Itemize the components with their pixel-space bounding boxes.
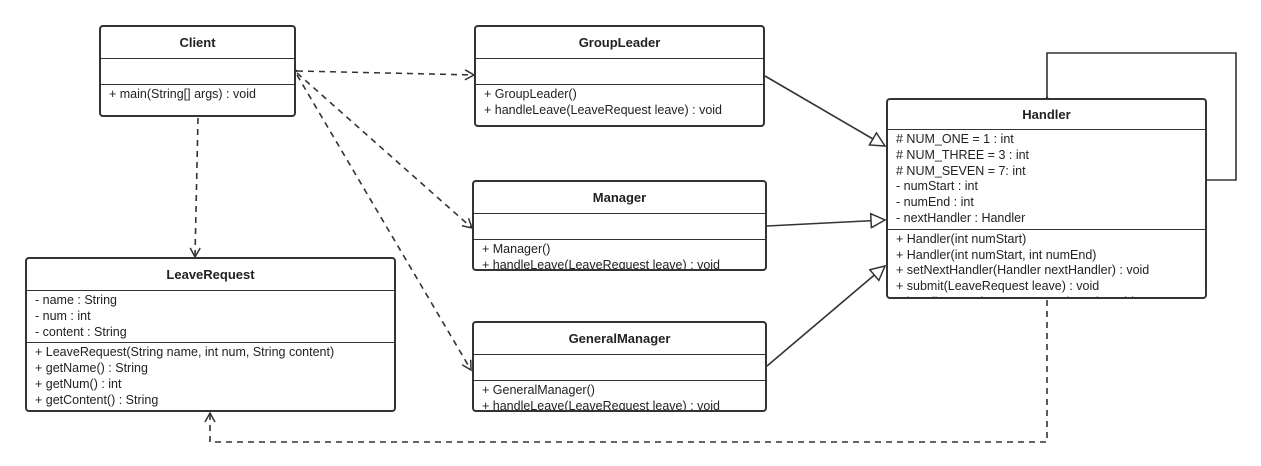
class-name: Client: [101, 27, 294, 59]
attribute: - numEnd : int: [896, 195, 974, 210]
edge-groupleader-handler: [764, 75, 885, 146]
class-leaverequest[interactable]: LeaveRequest- name : String- num : int- …: [25, 257, 396, 412]
class-handler[interactable]: Handler# NUM_ONE = 1 : int# NUM_THREE = …: [886, 98, 1207, 299]
attribute: - numStart : int: [896, 179, 978, 194]
attribute: # NUM_ONE = 1 : int: [896, 132, 1014, 146]
operations-section: + Manager()+ handleLeave(LeaveRequest le…: [474, 240, 765, 271]
attribute: - num : int: [35, 308, 91, 323]
operation: + handleLeave(LeaveRequest leave) : void: [482, 257, 721, 271]
attributes-section: [474, 355, 765, 381]
attributes-section: [101, 59, 294, 85]
class-groupleader[interactable]: GroupLeader + GroupLeader()+ handleLeave(…: [474, 25, 765, 127]
edge-handler-self-aggregation: [1047, 52, 1237, 181]
operation: + LeaveRequest(String name, int num, Str…: [35, 345, 335, 360]
operation: + handleLeave(LeaveRequest leave) : void: [482, 398, 721, 412]
edge-manager-handler: [766, 220, 885, 226]
attributes-section: # NUM_ONE = 1 : int# NUM_THREE = 3 : int…: [888, 130, 1205, 230]
attributes-section: [476, 59, 763, 85]
attribute: - name : String: [35, 293, 117, 307]
attribute: - content : String: [35, 324, 127, 339]
class-name: GroupLeader: [476, 27, 763, 59]
operation: + GeneralManager(): [482, 383, 595, 397]
edge-handler-leaverequest: [204, 300, 1048, 443]
class-generalmanager[interactable]: GeneralManager + GeneralManager()+ handle…: [472, 321, 767, 412]
operation: + main(String[] args) : void: [109, 87, 256, 101]
operation: + getName() : String: [35, 361, 148, 376]
operation: + getContent() : String: [35, 392, 159, 407]
operation: + Handler(int numStart, int numEnd): [896, 247, 1097, 262]
class-name: GeneralManager: [474, 323, 765, 355]
operation: + Manager(): [482, 242, 551, 256]
class-name: Handler: [888, 100, 1205, 130]
operations-section: + main(String[] args) : void: [101, 85, 294, 105]
operation: + getNum() : int: [35, 376, 122, 391]
operation: + submit(LeaveRequest leave) : void: [896, 279, 1100, 294]
attribute: # NUM_THREE = 3 : int: [896, 147, 1030, 162]
class-manager[interactable]: Manager + Manager()+ handleLeave(LeaveReq…: [472, 180, 767, 271]
edge-client-leaverequest: [189, 117, 201, 259]
edge-client-generalmanager: [296, 74, 472, 372]
class-name: LeaveRequest: [27, 259, 394, 291]
attributes-section: [474, 214, 765, 240]
edge-client-groupleader: [287, 65, 476, 81]
attribute: # NUM_SEVEN = 7: int: [896, 163, 1026, 178]
operation: + handleLeave(LeaveRequest leave) : void: [484, 102, 723, 117]
operation: + setNextHandler(Handler nextHandler) : …: [896, 263, 1150, 278]
attribute: - nextHandler : Handler: [896, 210, 1026, 225]
class-client[interactable]: Client + main(String[] args) : void: [99, 25, 296, 117]
class-name: Manager: [474, 182, 765, 214]
operations-section: + Handler(int numStart)+ Handler(int num…: [888, 230, 1205, 297]
edge-client-manager: [296, 72, 474, 230]
operation: + GroupLeader(): [484, 87, 577, 101]
operations-section: + GeneralManager()+ handleLeave(LeaveReq…: [474, 381, 765, 412]
operations-section: + GroupLeader()+ handleLeave(LeaveReques…: [476, 85, 763, 121]
edge-generalmanager-handler: [766, 266, 885, 367]
operation: + Handler(int numStart): [896, 231, 1027, 246]
operation: + handleLeave(LeaveRequest leave) : void: [896, 295, 1197, 297]
operations-section: + LeaveRequest(String name, int num, Str…: [27, 343, 394, 410]
attributes-section: - name : String- num : int- content : St…: [27, 291, 394, 344]
